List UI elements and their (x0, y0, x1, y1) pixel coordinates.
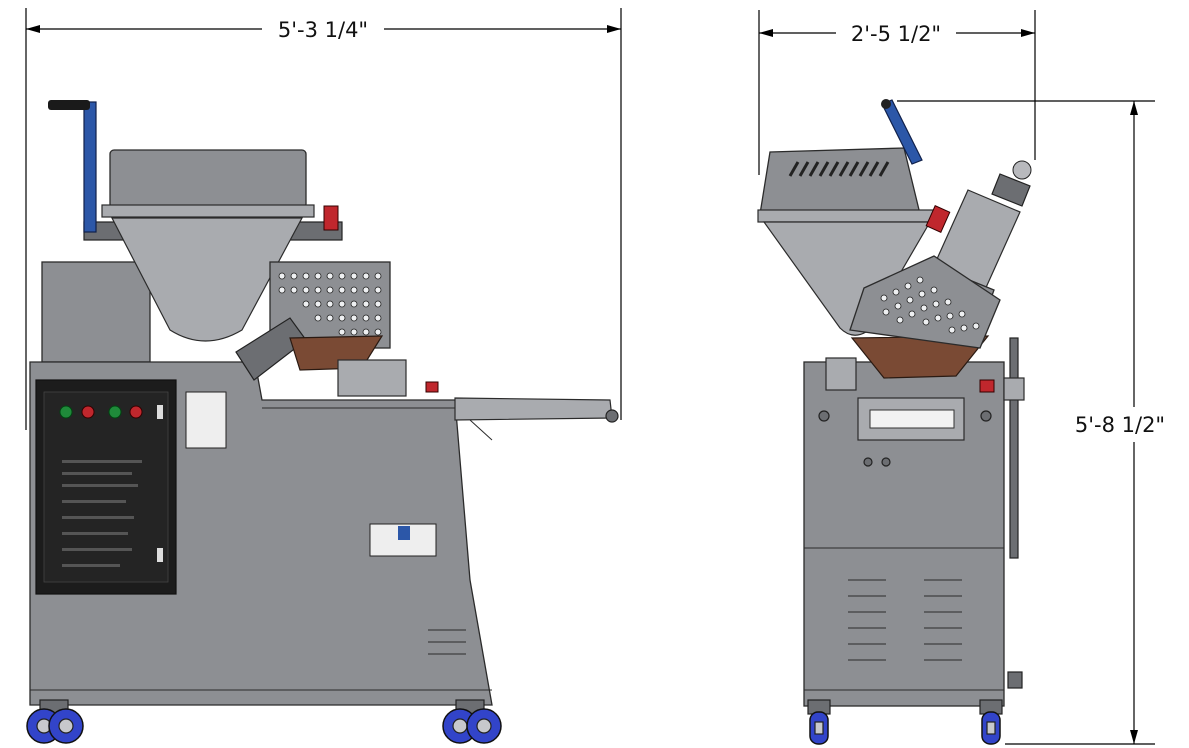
height-dimension: 5'-8 1/2" (897, 100, 1165, 745)
stop-button-icon (129, 405, 143, 419)
arrowhead-left-icon (759, 29, 773, 37)
control-panel (35, 379, 177, 595)
arrowhead-up-icon (1130, 101, 1138, 115)
arrowhead-right-icon (607, 25, 621, 33)
perforation-pattern (880, 276, 980, 334)
caster-wheel (807, 699, 831, 745)
arrowhead-down-icon (1130, 730, 1138, 744)
arrowhead-left-icon (26, 25, 40, 33)
caster-wheel (26, 699, 84, 744)
warning-label-plate (185, 391, 227, 449)
vent-slots (848, 579, 962, 661)
stop-button-icon (81, 405, 95, 419)
front-view-machine (757, 99, 1032, 745)
perforation-pattern (278, 272, 382, 336)
vent-slots (788, 161, 890, 177)
start-button-icon (108, 405, 122, 419)
side-width-dimension: 5'-3 1/4" (25, 8, 622, 430)
front-width-dimension: 2'-5 1/2" (758, 10, 1036, 175)
front-width-label: 2'-5 1/2" (851, 22, 941, 46)
caster-wheel (442, 699, 502, 744)
arrowhead-right-icon (1021, 29, 1035, 37)
caster-wheel (979, 699, 1003, 745)
side-width-label: 5'-3 1/4" (278, 18, 368, 42)
start-button-icon (59, 405, 73, 419)
height-label: 5'-8 1/2" (1075, 413, 1165, 437)
side-view-machine (26, 100, 619, 744)
